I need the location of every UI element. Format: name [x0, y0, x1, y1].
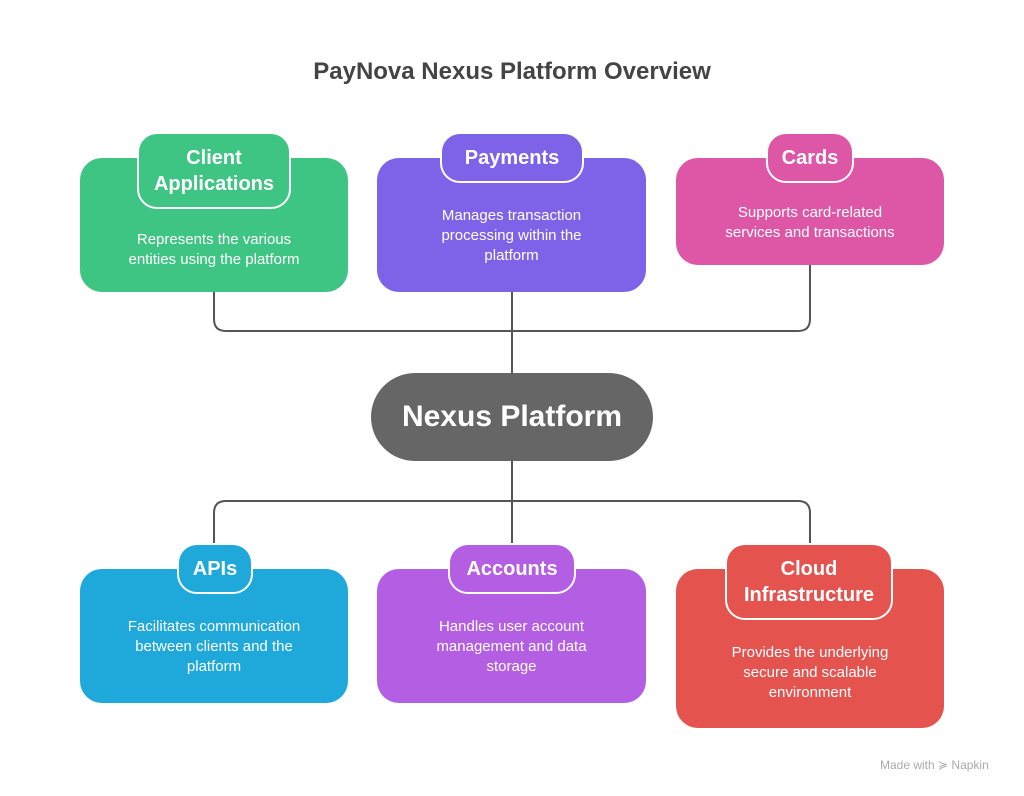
center-node: Nexus Platform [371, 373, 653, 461]
node-title: APIs [177, 543, 253, 594]
node-title: Cards [766, 132, 854, 183]
node-desc: Supports card-related services and trans… [725, 203, 895, 241]
node-title: Accounts [448, 543, 576, 594]
node-title: Client Applications [137, 132, 291, 209]
node-title: Payments [440, 132, 584, 183]
node-cards: Supports card-related services and trans… [676, 158, 944, 265]
napkin-watermark: Made with ≽ Napkin [880, 758, 989, 772]
node-desc: Manages transaction processing within th… [441, 207, 582, 264]
diagram-title: PayNova Nexus Platform Overview [313, 58, 711, 85]
node-title: Cloud Infrastructure [725, 543, 893, 620]
node-desc: Facilitates communication between client… [127, 618, 301, 675]
node-desc: Provides the underlying secure and scala… [731, 643, 889, 701]
node-desc: Handles user account management and data… [436, 618, 587, 675]
node-client-applications: Represents the various entities using th… [80, 158, 348, 292]
node-desc: Represents the various entities using th… [128, 231, 300, 268]
